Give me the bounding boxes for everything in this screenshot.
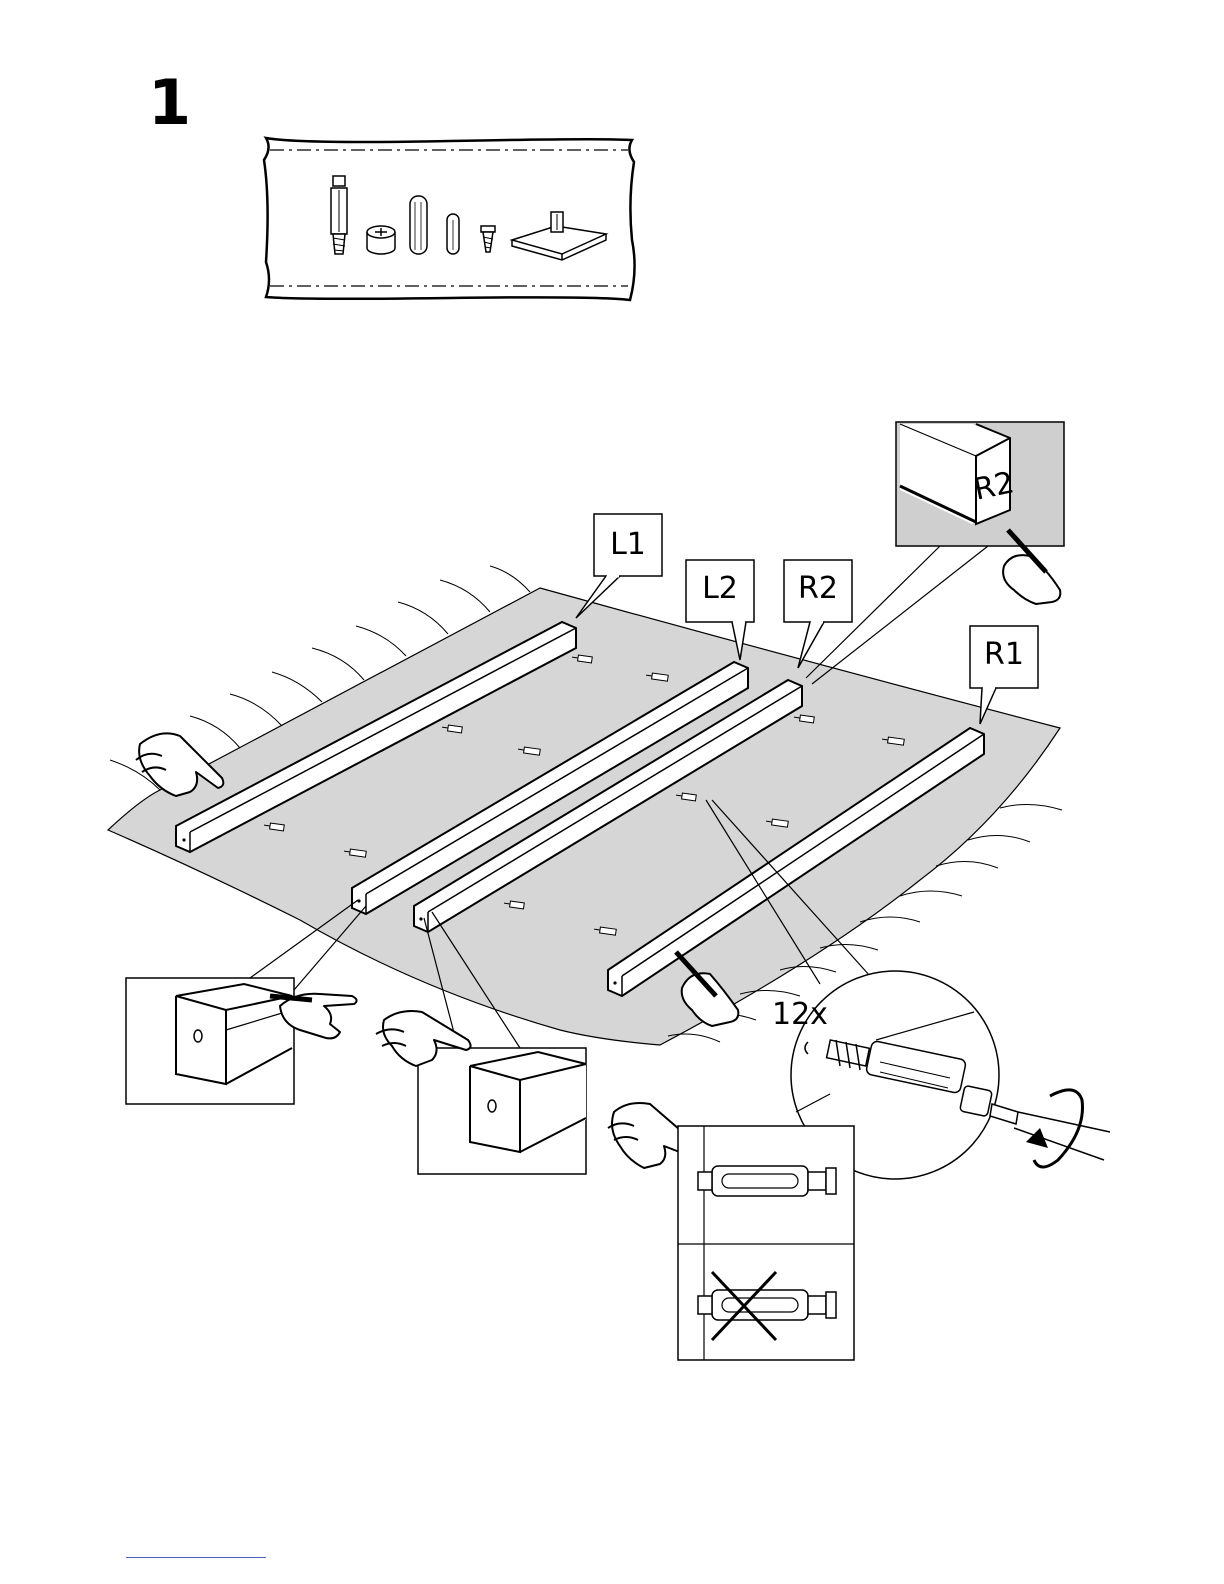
label-r1: R1 [984, 637, 1024, 672]
wood-dowel-icon [410, 196, 427, 254]
correct-incorrect-panel [678, 1126, 854, 1360]
cam-bolt-icon [331, 176, 347, 254]
cam-lock-icon [367, 226, 395, 254]
parts-bag [264, 138, 635, 300]
quantity-label: 12x [772, 997, 828, 1032]
label-l1: L1 [610, 527, 646, 562]
label-l2: L2 [702, 571, 738, 606]
small-dowel-icon [447, 214, 459, 254]
label-r2: R2 [798, 571, 838, 606]
label-l1-callout: L1 [576, 514, 662, 618]
label-r2-callout: R2 [784, 560, 852, 668]
footer-divider [126, 1557, 266, 1558]
label-r1-callout: R1 [970, 626, 1038, 724]
